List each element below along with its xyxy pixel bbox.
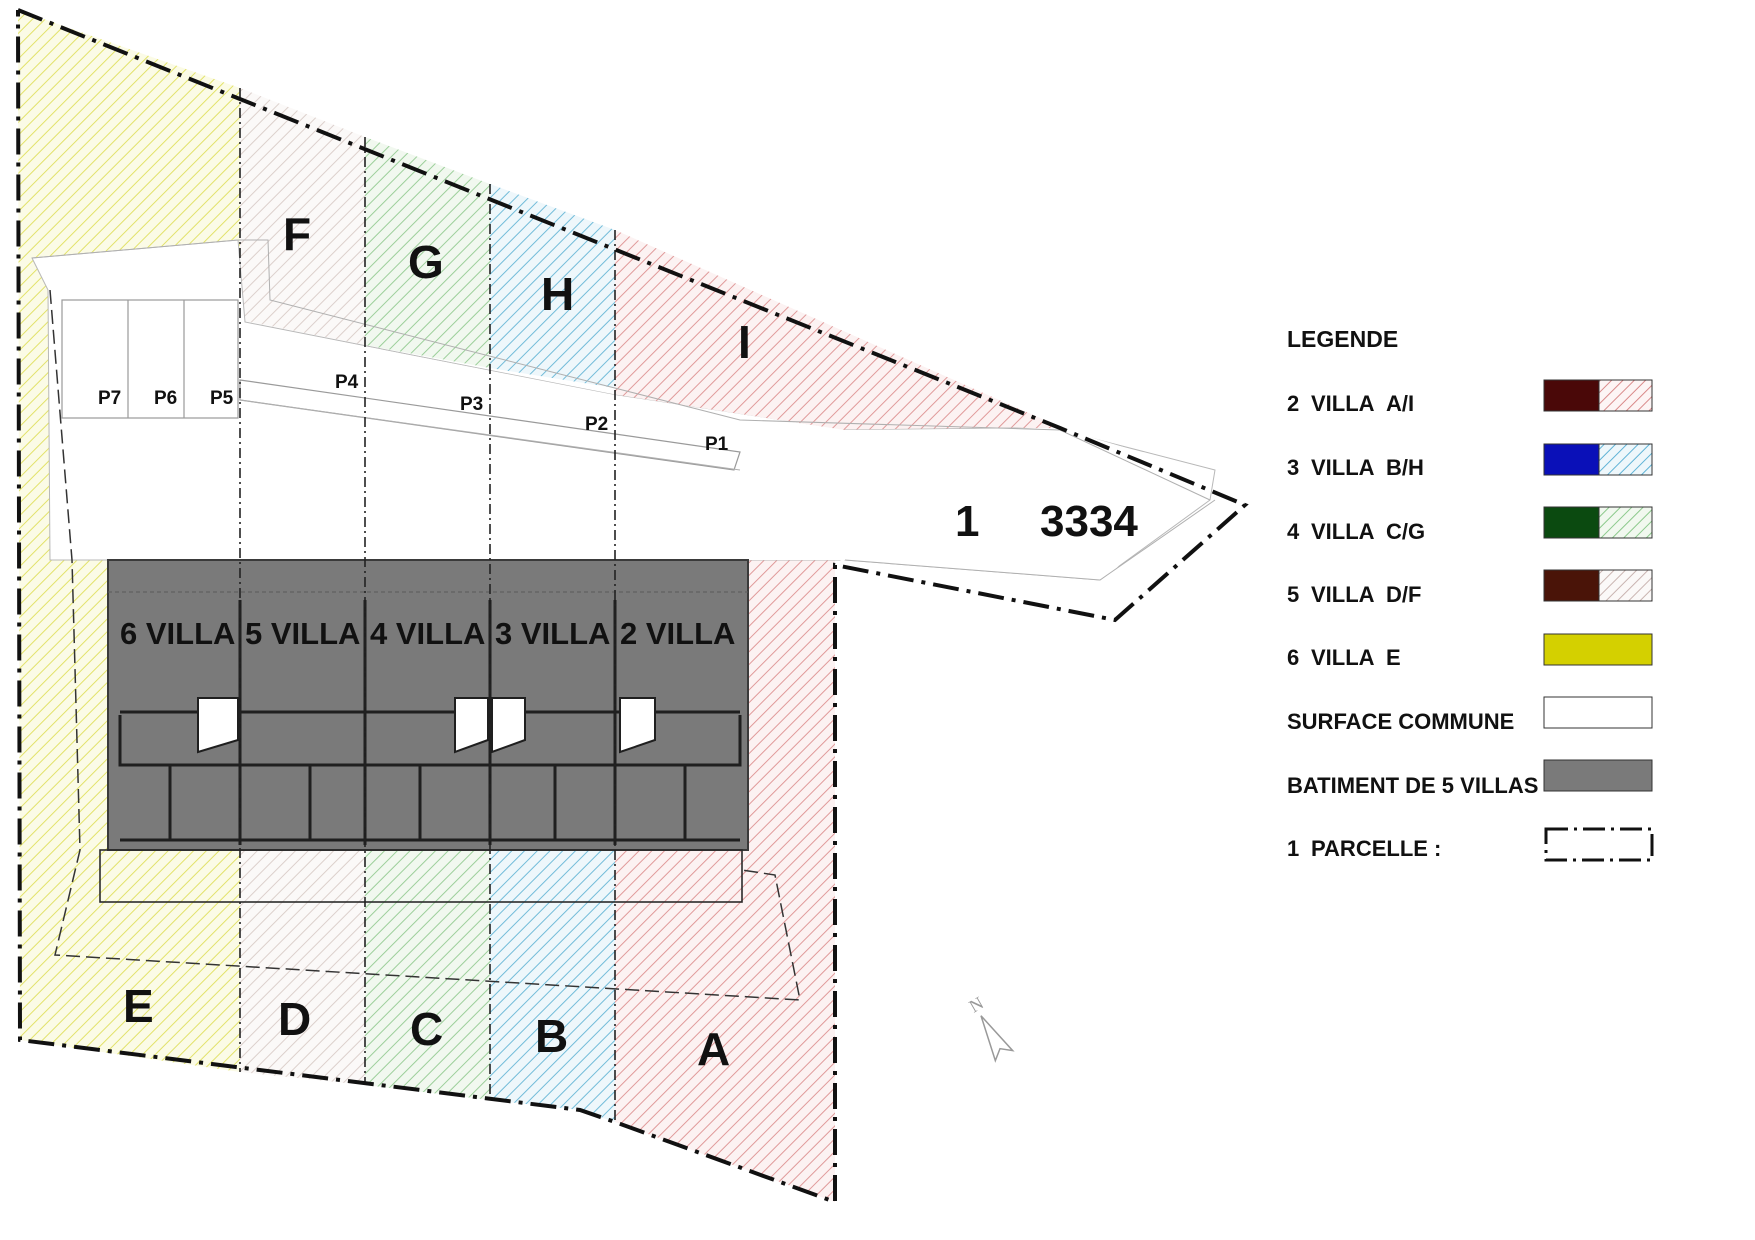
legend-item-building: BATIMENT DE 5 VILLAS xyxy=(1287,759,1653,798)
parcel-section: 3334 xyxy=(1040,497,1138,546)
legend-swatch-solid xyxy=(1543,506,1600,539)
legend-swatch-grey xyxy=(1543,759,1653,792)
legend-item-villa-d-f: 5 VILLA D/F xyxy=(1287,569,1653,607)
parking-p4: P4 xyxy=(335,372,359,393)
legend-item-villa-e: 6 VILLA E xyxy=(1287,633,1653,670)
legend-label: PARCELLE : xyxy=(1311,836,1441,861)
legend: LEGENDE 2 VILLA A/I 3 VILLA B/H 4 VILLA … xyxy=(1287,326,1654,862)
legend-label: VILLA xyxy=(1311,519,1375,544)
legend-swatch-solid xyxy=(1543,569,1600,602)
legend-num: 4 xyxy=(1287,519,1300,544)
legend-lots: D/F xyxy=(1386,582,1421,607)
lot-letter-e: E xyxy=(123,980,154,1032)
legend-lots: B/H xyxy=(1386,455,1424,480)
legend-swatch-solid xyxy=(1543,443,1600,476)
legend-label: VILLA xyxy=(1311,455,1375,480)
legend-lots: A/I xyxy=(1386,391,1414,416)
legend-label: VILLA xyxy=(1311,645,1375,670)
lot-letter-a: A xyxy=(697,1023,730,1075)
lot-c-zone xyxy=(365,850,490,1100)
lot-b-zone xyxy=(490,850,615,1122)
villa-label-3: 3 VILLA xyxy=(495,616,610,651)
legend-swatch-solid xyxy=(1543,379,1600,412)
lot-letter-b: B xyxy=(535,1010,568,1062)
svg-text:N: N xyxy=(966,993,987,1017)
legend-item-parcel: 1 PARCELLE : xyxy=(1287,827,1654,862)
legend-item-common-surface: SURFACE COMMUNE xyxy=(1287,696,1653,734)
villa-label-5: 5 VILLA xyxy=(245,616,360,651)
lot-letters: E D C B A F G H I xyxy=(123,208,751,1075)
villa-label-2: 2 VILLA xyxy=(620,616,735,651)
legend-lots: C/G xyxy=(1386,519,1425,544)
lot-letter-i: I xyxy=(738,316,751,368)
villa-label-4: 4 VILLA xyxy=(370,616,485,651)
legend-swatch-hatch xyxy=(1598,379,1653,412)
lot-letter-d: D xyxy=(278,993,311,1045)
legend-num: 3 xyxy=(1287,455,1299,480)
lot-dividers xyxy=(239,88,616,1122)
legend-swatch-hatch xyxy=(1598,569,1653,602)
legend-item-villa-b-h: 3 VILLA B/H xyxy=(1287,443,1653,480)
parking-p3: P3 xyxy=(460,394,483,415)
parking-labels: P7 P6 P5 P4 P3 P2 P1 xyxy=(98,372,729,455)
building-5-villas xyxy=(99,559,749,903)
north-arrow-icon: N xyxy=(966,993,1015,1063)
legend-num: 6 xyxy=(1287,645,1299,670)
lot-letter-h: H xyxy=(541,268,574,320)
legend-swatch-hatch xyxy=(1598,443,1653,476)
parking-p1: P1 xyxy=(705,434,729,455)
parking-p6: P6 xyxy=(154,388,177,409)
legend-num: 1 xyxy=(1287,836,1299,861)
legend-swatch-white xyxy=(1543,696,1653,729)
lot-letter-c: C xyxy=(410,1003,443,1055)
lot-d-zone xyxy=(240,850,365,1085)
parking-p2: P2 xyxy=(585,414,608,435)
legend-item-villa-c-g: 4 VILLA C/G xyxy=(1287,506,1653,544)
legend-title: LEGENDE xyxy=(1287,326,1398,352)
parcel-number: 1 xyxy=(955,497,979,546)
legend-lots: E xyxy=(1386,645,1401,670)
villa-labels: 6 VILLA 5 VILLA 4 VILLA 3 VILLA 2 VILLA xyxy=(120,616,735,651)
lot-letter-g: G xyxy=(408,236,444,288)
legend-swatch-hatch xyxy=(1598,506,1653,539)
legend-num: 5 xyxy=(1287,582,1299,607)
legend-label: VILLA xyxy=(1311,391,1375,416)
lot-letter-f: F xyxy=(283,208,311,260)
legend-label: SURFACE COMMUNE xyxy=(1287,709,1514,734)
parking-p5: P5 xyxy=(210,388,234,409)
lot-g-zone xyxy=(365,137,490,368)
legend-num: 2 xyxy=(1287,391,1299,416)
legend-item-villa-a-i: 2 VILLA A/I xyxy=(1287,379,1653,416)
villa-label-6: 6 VILLA xyxy=(120,616,235,651)
lot-f-zone xyxy=(240,88,365,345)
legend-swatch-boundary xyxy=(1544,827,1654,862)
legend-label: VILLA xyxy=(1311,582,1375,607)
legend-label: BATIMENT DE 5 VILLAS xyxy=(1287,773,1538,798)
inner-dashed-outline xyxy=(49,289,801,1001)
legend-swatch-solid xyxy=(1543,633,1653,666)
parking-p7: P7 xyxy=(98,388,121,409)
